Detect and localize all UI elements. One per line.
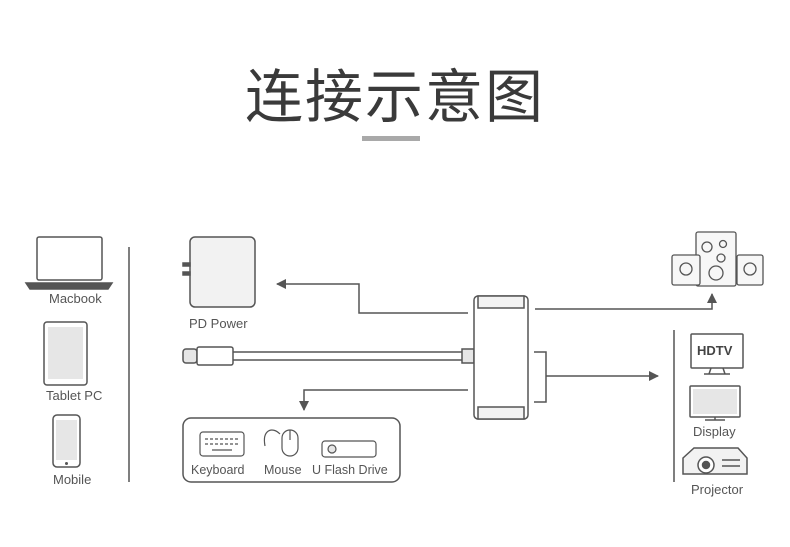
label-pd-power: PD Power <box>189 316 248 331</box>
label-flash-drive: U Flash Drive <box>312 463 388 477</box>
label-keyboard: Keyboard <box>191 463 245 477</box>
keyboard-icon <box>199 431 245 457</box>
arrow-to-power <box>276 279 468 314</box>
phone-icon <box>52 414 81 468</box>
label-macbook: Macbook <box>49 291 102 306</box>
label-mobile: Mobile <box>53 472 92 487</box>
monitor-icon <box>689 385 741 421</box>
tablet-icon <box>43 321 88 386</box>
usb-device-group <box>182 417 401 483</box>
laptop-icon <box>24 236 114 290</box>
projector-icon <box>682 447 748 475</box>
diagram-title: 连接示意图 <box>244 63 545 131</box>
arrow-to-speakers <box>535 293 717 310</box>
arrow-to-usb-devices <box>299 389 468 411</box>
label-projector: Projector <box>691 482 744 497</box>
label-tablet-pc: Tablet PC <box>46 388 103 403</box>
connection-lines <box>276 279 717 411</box>
hdmi-bracket <box>534 351 547 403</box>
hdtv-screen-text: HDTV <box>697 343 733 358</box>
power-adapter-icon <box>182 236 256 308</box>
hub-adapter <box>473 295 529 420</box>
label-mouse: Mouse <box>264 463 302 477</box>
mouse-icon <box>263 429 299 457</box>
label-display: Display <box>693 424 736 439</box>
title-underline <box>362 136 420 141</box>
usb-c-cable <box>182 346 475 366</box>
hdtv-icon <box>690 333 744 375</box>
flash-drive-icon <box>321 440 377 458</box>
speakers-icon <box>671 231 764 287</box>
